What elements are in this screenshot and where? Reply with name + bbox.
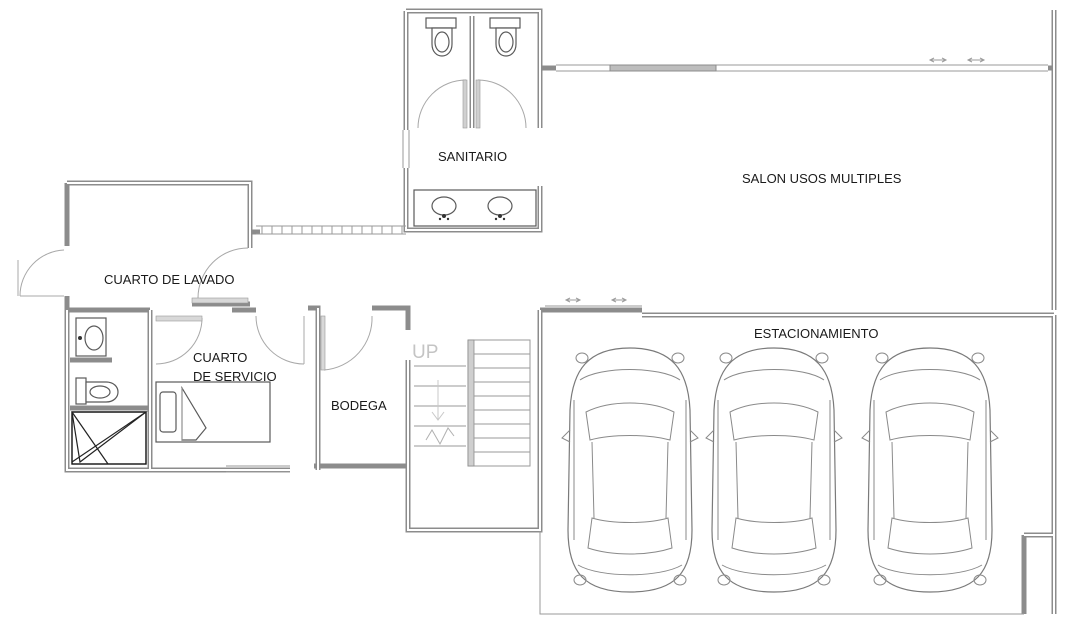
shower	[71, 411, 148, 465]
service-bath-fixtures	[71, 317, 148, 465]
toilet-2	[489, 17, 521, 57]
room-label-salon: SALON USOS MULTIPLES	[742, 171, 902, 186]
room-label-bodega: BODEGA	[331, 398, 387, 413]
sink-1	[413, 189, 537, 227]
room-labels: SANITARIO SALON USOS MULTIPLES CUARTO DE…	[104, 149, 902, 413]
parked-cars	[561, 347, 999, 593]
stairs-up-label: UP	[412, 342, 438, 363]
room-label-servicio-line2: DE SERVICIO	[193, 369, 277, 384]
car-1	[561, 347, 699, 593]
toilet-1	[425, 17, 457, 57]
doors	[17, 79, 527, 371]
room-label-servicio-line1: CUARTO	[193, 350, 247, 365]
windows	[226, 57, 1048, 473]
toilet-3	[75, 377, 119, 405]
bed	[155, 381, 271, 443]
room-label-lavado: CUARTO DE LAVADO	[104, 272, 235, 287]
room-label-sanitario: SANITARIO	[438, 149, 507, 164]
car-2	[705, 347, 843, 593]
wall-highlights	[66, 10, 1055, 614]
sink-2	[75, 317, 107, 357]
stairs: UP	[412, 339, 531, 467]
sanitario-fixtures	[413, 17, 537, 227]
car-3	[861, 347, 999, 593]
room-label-estacionamiento: ESTACIONAMIENTO	[754, 326, 878, 341]
